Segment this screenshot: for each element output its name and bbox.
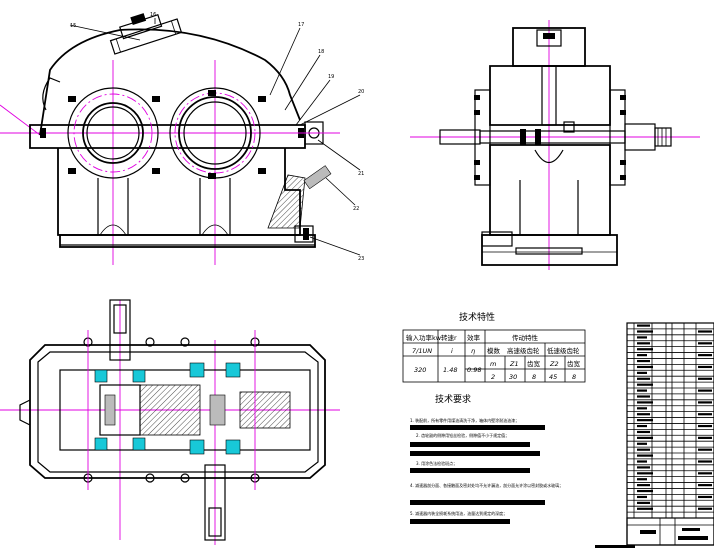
hdr-z2: Z2 — [549, 360, 559, 368]
parts-list-entry — [637, 436, 653, 439]
parts-list-material — [698, 401, 712, 404]
parts-list-material — [698, 507, 712, 510]
hdr-trans: 传动特性 — [512, 333, 539, 342]
val-b2: 8 — [572, 373, 576, 381]
req-4: 4. 减速器剖分面、各接触面及密封处均不允许漏油，剖分面允许涂以密封胶或水玻璃； — [410, 482, 563, 488]
tech-requirements: 技术要求 1. 装配前，所有零件用煤油清洗干净，箱体内壁涂耐油油漆； 2. 齿轮… — [410, 393, 563, 524]
parts-list-entry — [637, 466, 650, 469]
callout-7: 22 — [353, 206, 359, 212]
parts-list-entry — [637, 383, 653, 386]
req-5: 5. 减速器内装全损耗系统用油，油量达到规定的深度； — [410, 510, 507, 516]
val-z1: 30 — [509, 373, 517, 381]
parts-list-entry — [637, 359, 650, 363]
parts-list-material — [698, 365, 712, 369]
hdr-low: 低速级齿轮 — [547, 346, 580, 355]
parts-list-entry — [637, 460, 647, 463]
parts-list-entry — [637, 371, 647, 374]
parts-list-material — [698, 495, 712, 499]
parts-list-entry — [637, 330, 653, 333]
parts-list — [626, 322, 714, 546]
parts-list-entry — [637, 336, 647, 339]
parts-list-entry — [637, 419, 653, 422]
parts-list-material — [698, 484, 712, 487]
val-power: 7/1UN — [412, 347, 432, 355]
hdr-eta: η — [471, 347, 475, 355]
parts-list-entry — [637, 454, 653, 457]
parts-list-entry — [637, 389, 647, 392]
val-m: 2 — [491, 373, 495, 381]
parts-list-entry — [637, 430, 650, 434]
hdr-input-power: 输入功率kw — [406, 333, 442, 342]
parts-list-entry — [637, 424, 647, 428]
side-view — [410, 20, 700, 270]
front-view: 15 16 17 18 19 20 21 22 23 — [0, 12, 364, 265]
req-2: 2. 齿轮副的侧隙用铅丝检验，侧隙值不小于规定值； — [416, 432, 509, 438]
hdr-eff: 效率 — [467, 333, 481, 342]
parts-list-material — [698, 472, 712, 475]
hdr-module: 模数 — [487, 346, 501, 355]
callout-2: 17 — [298, 22, 304, 28]
tech-characteristics-table: 技术特性 输入功率kw 转速r 效率 传动特性 模数 高速级齿轮 低速级齿轮 7… — [402, 311, 586, 383]
callout-0: 15 — [70, 23, 76, 29]
hdr-m: m — [490, 360, 496, 368]
val-ratio: 1.48 — [443, 366, 457, 374]
val-b1: 8 — [532, 373, 536, 381]
parts-list-entry — [637, 407, 647, 410]
tech-req-title: 技术要求 — [435, 393, 471, 405]
tech-char-title: 技术特性 — [459, 311, 495, 323]
hdr-b1: 齿宽 — [527, 359, 541, 368]
parts-list-material — [698, 460, 712, 463]
parts-list-material — [698, 377, 712, 380]
val-eff: 0.98 — [467, 366, 481, 374]
hdr-z1: Z1 — [509, 360, 519, 368]
callout-1: 16 — [150, 12, 156, 18]
hdr-high: 高速级齿轮 — [507, 346, 540, 355]
req-3: 3. 用涂色法检验斑点； — [416, 460, 457, 466]
parts-list-material — [698, 389, 712, 392]
parts-list-material — [698, 448, 712, 451]
val-z2: 45 — [549, 373, 557, 381]
hdr-i: i — [451, 347, 453, 355]
parts-list-entry — [637, 478, 647, 481]
parts-list-material — [698, 413, 712, 416]
parts-list-entry — [637, 354, 647, 357]
hdr-speed: 转速r — [441, 333, 457, 342]
parts-list-material — [698, 424, 712, 428]
callout-3: 18 — [318, 49, 324, 55]
parts-list-entry — [637, 507, 653, 510]
callout-8: 23 — [358, 256, 364, 262]
callout-4: 19 — [328, 74, 334, 80]
parts-list-entry — [637, 395, 650, 398]
parts-list-entry — [637, 489, 653, 493]
plan-section-view — [0, 299, 340, 545]
parts-list-material — [698, 354, 712, 357]
hdr-b2: 齿宽 — [567, 359, 581, 368]
req-1: 1. 装配前，所有零件用煤油清洗干净，箱体内壁涂耐油油漆； — [410, 417, 519, 423]
parts-list-entry — [637, 348, 653, 351]
title-block — [626, 517, 714, 546]
parts-list-entry — [637, 413, 650, 416]
callout-6: 21 — [358, 171, 364, 177]
val-speed: 320 — [414, 366, 426, 374]
parts-list-entry — [637, 342, 650, 345]
parts-list-entry — [637, 442, 647, 445]
parts-list-entry — [637, 495, 647, 499]
parts-list-material — [698, 330, 712, 333]
parts-list-entry — [637, 365, 653, 369]
parts-list-material — [698, 342, 712, 345]
parts-list-entry — [637, 401, 653, 404]
parts-list-entry — [637, 448, 650, 451]
callout-5: 20 — [358, 89, 364, 95]
parts-list-entry — [637, 501, 650, 504]
parts-list-entry — [637, 472, 653, 475]
parts-list-entry — [637, 377, 650, 380]
parts-list-material — [698, 436, 712, 439]
parts-list-entry — [637, 324, 650, 327]
parts-list-entry — [637, 484, 650, 487]
